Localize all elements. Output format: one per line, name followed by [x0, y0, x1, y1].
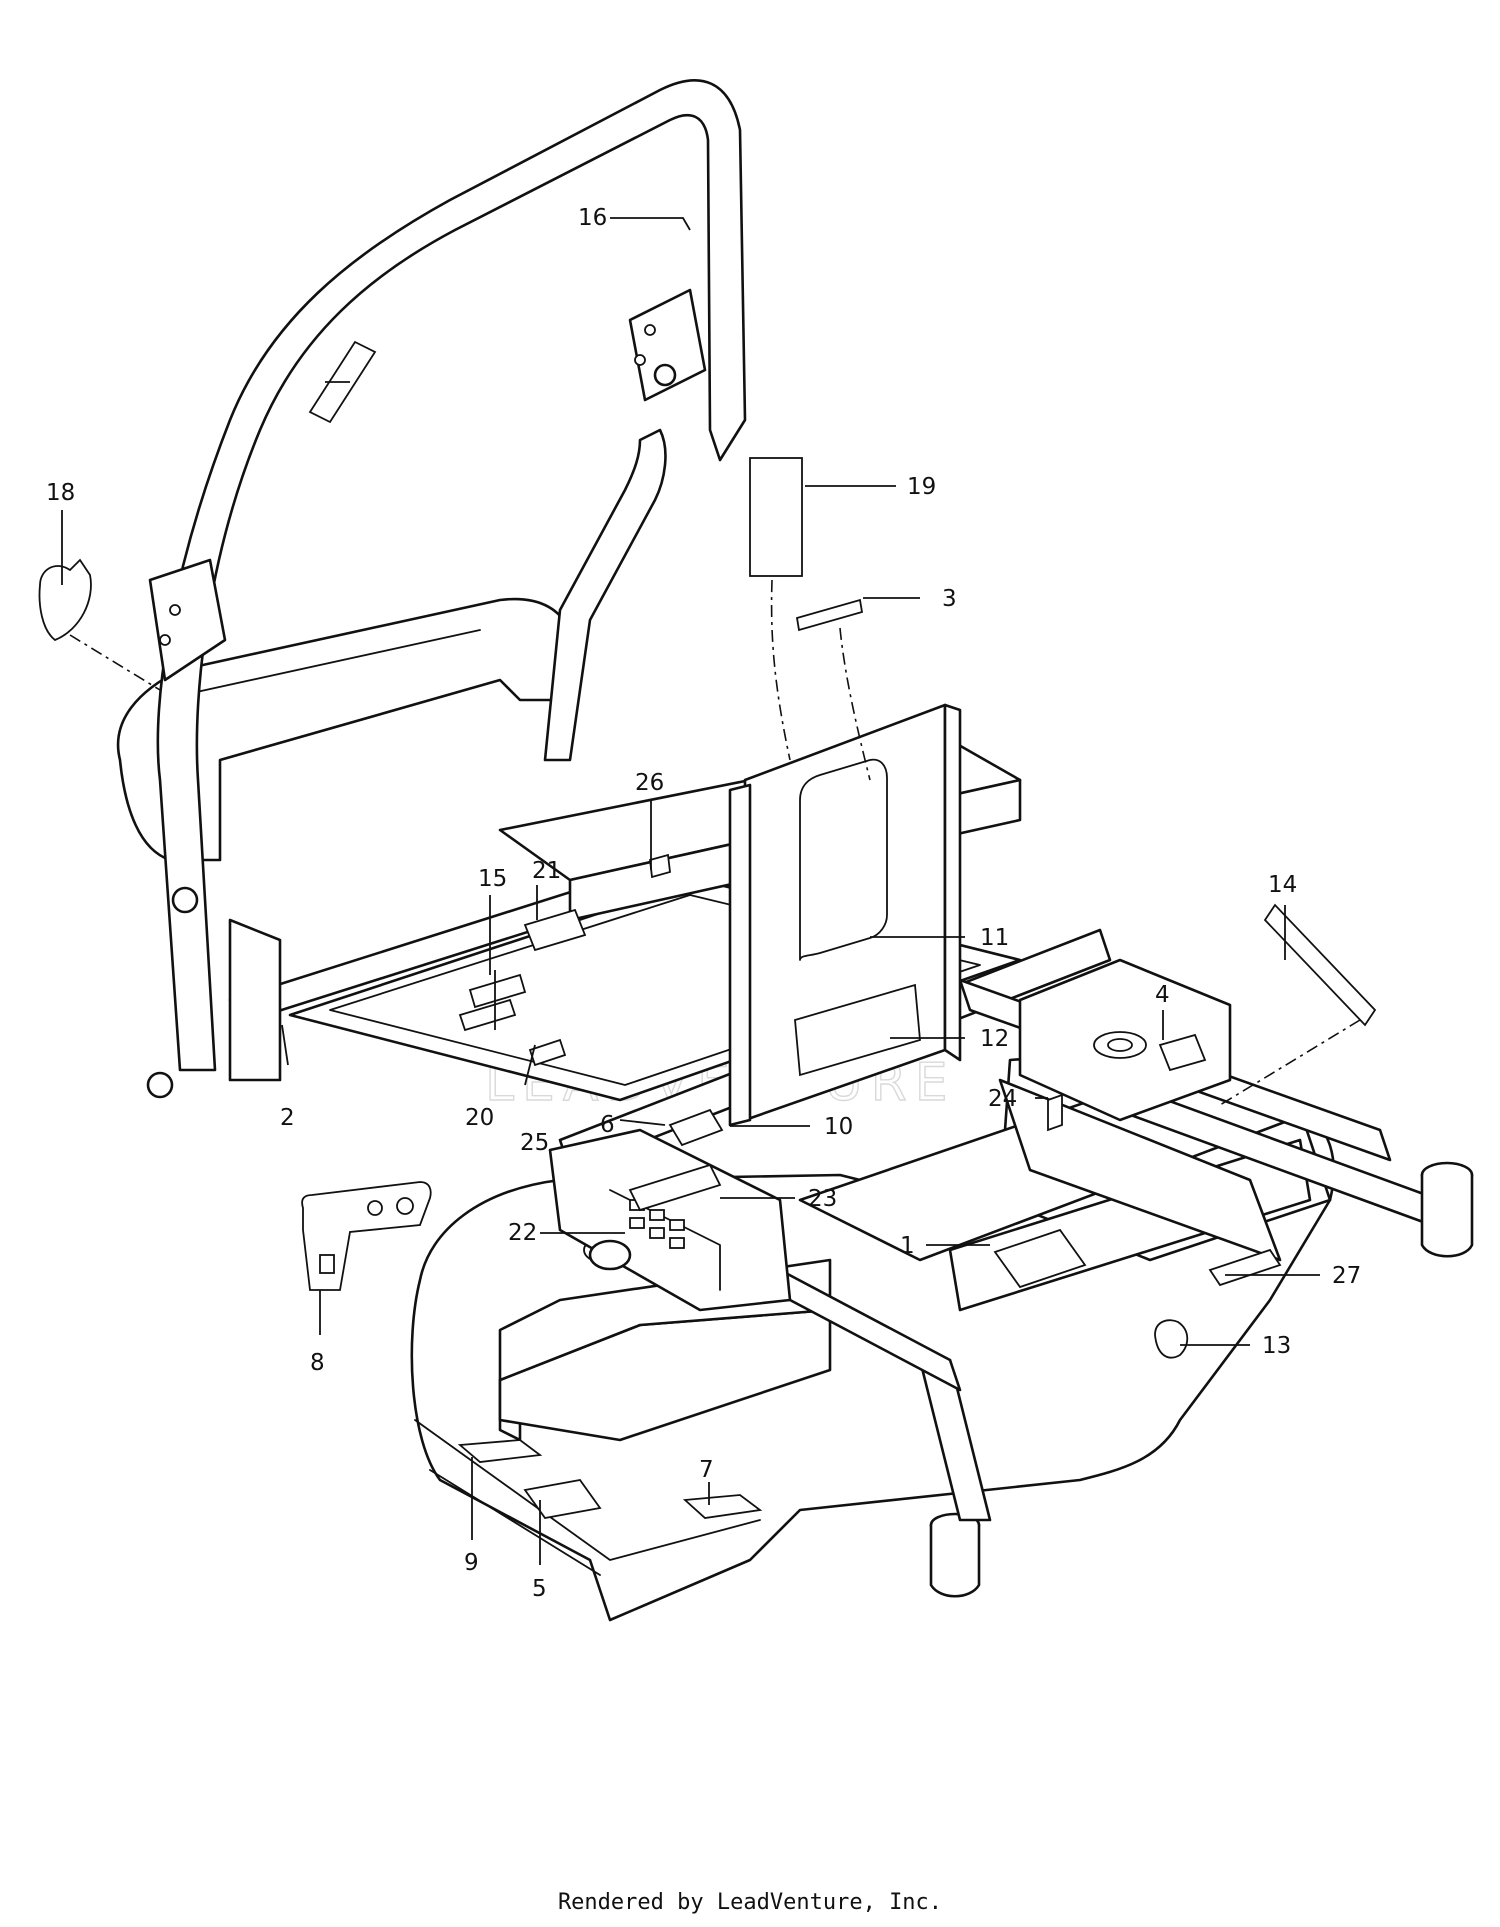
callout-14: 14: [1268, 872, 1297, 898]
callout-21: 21: [532, 858, 561, 884]
footer-credit: Rendered by LeadVenture, Inc.: [557, 1890, 943, 1915]
callout-6: 6: [600, 1112, 615, 1138]
callout-19: 19: [907, 474, 936, 500]
decal-5: [523, 1479, 602, 1519]
callout-4: 4: [1155, 982, 1170, 1008]
decal-9: [457, 1439, 543, 1463]
callout-8: 8: [310, 1350, 325, 1376]
decal-18: [38, 558, 92, 642]
callout-26: 26: [635, 770, 664, 796]
callout-3: 3: [942, 586, 957, 612]
decal-15: [468, 973, 527, 1009]
callout-5: 5: [532, 1576, 547, 1602]
decal-26: [649, 853, 671, 879]
decal-27: [1208, 1248, 1282, 1287]
callout-23: 23: [808, 1186, 837, 1212]
leader-lines: [61, 217, 1320, 1565]
callout-27: 27: [1332, 1263, 1361, 1289]
roll-over-bar: [146, 79, 747, 1099]
decal-14: [1263, 903, 1377, 1027]
callout-13: 13: [1262, 1333, 1291, 1359]
callout-9: 9: [464, 1550, 479, 1576]
decal-4: [1158, 1033, 1207, 1072]
callout-10: 10: [824, 1114, 853, 1140]
decal-10: [668, 1108, 724, 1147]
decal-25: [528, 1038, 567, 1067]
decal-19: [749, 457, 803, 577]
decal-7: [682, 1494, 763, 1519]
right-tank: [998, 958, 1282, 1262]
callout-18: 18: [46, 480, 75, 506]
decal-21: [523, 908, 587, 952]
callout-1: 1: [900, 1233, 915, 1259]
callout-12: 12: [980, 1026, 1009, 1052]
decal-3: [795, 598, 864, 632]
callout-2: 2: [280, 1105, 295, 1131]
callout-16: 16: [578, 205, 607, 231]
callout-7: 7: [699, 1457, 714, 1483]
decal-8-hole: [367, 1200, 383, 1216]
callout-24: 24: [988, 1086, 1017, 1112]
decal-13: [1154, 1319, 1189, 1359]
decal-8-window: [319, 1254, 335, 1274]
decal-23: [628, 1163, 722, 1212]
callout-15: 15: [478, 866, 507, 892]
decal-8-hole: [396, 1197, 414, 1215]
decal-12: [794, 983, 921, 1077]
decal-1: [993, 1228, 1087, 1289]
decal-20: [458, 998, 517, 1032]
callout-22: 22: [508, 1220, 537, 1246]
callout-11: 11: [980, 925, 1009, 951]
decal-24: [1047, 1093, 1063, 1132]
callout-25: 25: [520, 1130, 549, 1156]
callout-20: 20: [465, 1105, 494, 1131]
